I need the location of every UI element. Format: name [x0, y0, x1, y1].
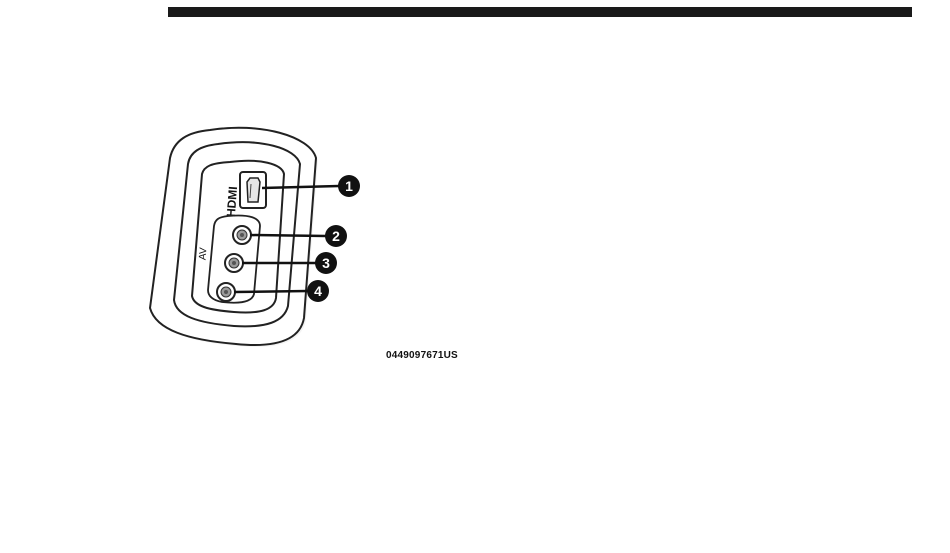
svg-text:3: 3	[322, 255, 330, 271]
av-label: AV	[198, 247, 210, 261]
hdmi-label: HDMI	[224, 186, 240, 218]
port-panel-illustration: HDMI AV	[110, 120, 410, 355]
av-jack-2-icon	[225, 254, 243, 272]
leader-line-4	[234, 291, 308, 292]
svg-text:4: 4	[314, 283, 322, 299]
header-rule	[168, 7, 912, 17]
callout-1: 1	[338, 175, 360, 197]
leader-line-2	[250, 235, 326, 236]
callout-4: 4	[307, 280, 329, 302]
av-jack-1-icon	[233, 226, 251, 244]
callout-2: 2	[325, 225, 347, 247]
port-panel-svg: HDMI AV	[110, 120, 410, 355]
figure-code: 0449097671US	[386, 350, 458, 361]
av-jack-3-icon	[217, 283, 235, 301]
svg-text:2: 2	[332, 228, 340, 244]
callout-3: 3	[315, 252, 337, 274]
hdmi-port-icon	[240, 172, 266, 208]
svg-text:1: 1	[345, 178, 353, 194]
